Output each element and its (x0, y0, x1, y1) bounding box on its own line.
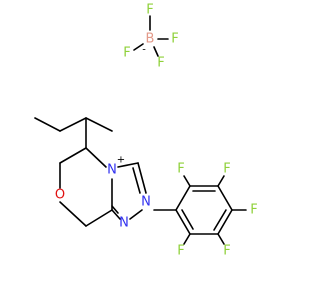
tetrafluoroborate-anion: B - F F F F (123, 3, 178, 71)
triazole-nitrogen-n2-label: N (141, 195, 151, 210)
bond-b-f-bottom (153, 46, 159, 57)
bond-n4-c5 (85, 147, 107, 168)
bond-ar-4-5-inner (213, 209, 227, 231)
bond-o-c8 (59, 201, 87, 227)
triazolium-ring: N + N N (107, 155, 151, 231)
aryl-fluorine-right-label: F (250, 203, 257, 218)
bond-c5-c6 (59, 147, 87, 164)
triazolium-positive-charge: + (117, 155, 125, 166)
aryl-fluorine-upper-right-label: F (223, 162, 230, 177)
triazolium-nitrogen-label: N (107, 163, 117, 178)
bond-ar-4-5 (217, 209, 233, 235)
bf4-fluorine-right-label: F (171, 32, 178, 47)
boron-negative-charge: - (142, 45, 146, 56)
bond-b-f-left (133, 43, 144, 51)
bond-n1-c8a-double (111, 205, 119, 214)
bond-ar-f-lower-right (217, 233, 225, 245)
bond-n4-c3 (117, 162, 139, 168)
bond-ethyl-ch3-ch2 (34, 117, 61, 132)
triazole-nitrogen-n1-label: N (119, 216, 129, 231)
bond-ar-f-upper-left (183, 175, 191, 187)
bond-ar-6-1-inner (181, 209, 194, 230)
structure-canvas: B - F F F F O N + N N (34, 3, 258, 259)
bond-ch2-ch (59, 117, 87, 132)
bond-n2-n1 (129, 209, 143, 220)
bond-ar-f-upper-right (217, 175, 225, 187)
bond-n1-c8a (111, 209, 121, 220)
bond-ar-3-4 (217, 185, 233, 211)
sec-butyl-group (34, 117, 113, 149)
boron-atom-label: B (146, 32, 155, 47)
bond-c8-c8a (85, 209, 113, 227)
ring-oxygen-label: O (55, 188, 65, 203)
bf4-fluorine-bottom-label: F (157, 56, 164, 71)
pentafluorophenyl-group: F F F F F (153, 162, 258, 259)
oxazine-ring: O (55, 147, 113, 227)
aryl-fluorine-upper-left-label: F (177, 162, 184, 177)
bond-ar-6-1 (175, 209, 191, 235)
bond-ar-1-2 (175, 185, 191, 211)
bond-ch-methyl (85, 117, 113, 132)
aryl-fluorine-lower-left-label: F (177, 244, 184, 259)
bond-c3-n2-double (132, 167, 141, 194)
bf4-fluorine-left-label: F (123, 46, 130, 61)
bond-ar-f-lower-left (183, 233, 191, 245)
aryl-fluorine-lower-right-label: F (223, 244, 230, 259)
bond-c3-n2 (137, 162, 147, 194)
molecule-svg: B - F F F F O N + N N (34, 3, 258, 259)
bf4-fluorine-top-label: F (146, 3, 153, 18)
